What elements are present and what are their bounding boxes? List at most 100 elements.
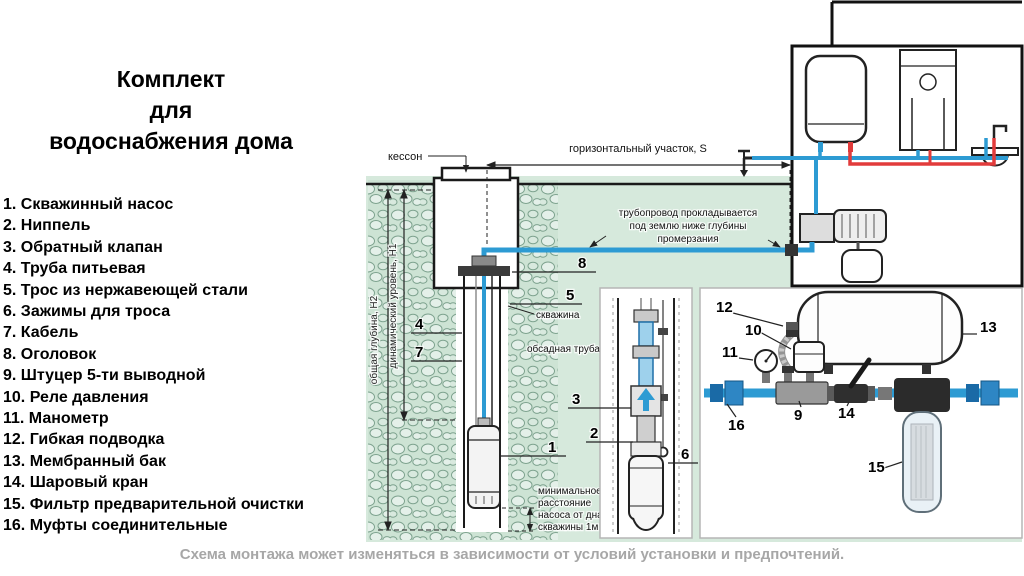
wall-sleeve: [785, 244, 798, 256]
svg-text:7: 7: [415, 344, 423, 361]
five-way-fitting: [762, 370, 829, 405]
water-heater: [804, 54, 868, 152]
svg-text:6: 6: [681, 446, 689, 463]
svg-text:8: 8: [578, 255, 586, 272]
svg-text:под землю ниже глубины: под землю ниже глубины: [630, 220, 747, 232]
svg-text:горизонтальный участок, S: горизонтальный участок, S: [569, 143, 707, 155]
callout-12: 12: [715, 298, 784, 327]
title-line-2: для: [149, 97, 193, 123]
svg-text:12: 12: [716, 299, 733, 316]
depth-dimensions: общая глубина, Н2 динамический уровень, …: [367, 189, 464, 531]
parts-list-item: 6. Зажимы для троса: [3, 303, 171, 321]
callout-11: 11: [721, 343, 754, 362]
parts-list-item: 9. Штуцер 5-ти выводной: [3, 367, 206, 385]
pressure-relay: [793, 341, 825, 373]
boiler-cabinet: [899, 49, 957, 151]
nipple: [636, 415, 656, 443]
well-pump: [467, 417, 501, 509]
svg-text:минимальное: минимальное: [538, 486, 602, 497]
svg-text:2: 2: [590, 425, 598, 442]
svg-text:16: 16: [728, 417, 745, 434]
footer-note: Схема монтажа может изменяться в зависим…: [179, 546, 845, 563]
parts-list: 1. Скважинный насос 2. Ниппель 3. Обратн…: [3, 194, 363, 537]
callout-10: 10: [744, 321, 792, 350]
svg-text:скважина: скважина: [536, 310, 580, 321]
pipe-union: [878, 387, 892, 400]
detail-pump: [628, 441, 664, 531]
callout-1: 1: [500, 438, 566, 457]
parts-list-item: 4. Труба питьевая: [3, 260, 146, 278]
parts-list-item: 3. Обратный клапан: [3, 238, 163, 256]
pressure-gauge: [754, 349, 778, 373]
svg-text:насоса от дна: насоса от дна: [538, 510, 603, 521]
callouts: 1 2 3 4 5 6 7 8 9 10 11 12 13 14 15 16: [411, 254, 998, 477]
svg-text:11: 11: [722, 344, 738, 361]
page-title: Комплект для водоснабжения дома: [8, 64, 334, 157]
parts-list-item: 5. Трос из нержавеющей стали: [3, 281, 248, 299]
callout-13: 13: [963, 318, 998, 337]
coupling-right: [966, 380, 1000, 406]
coupling-left: [710, 380, 744, 406]
parts-list-item: 2. Ниппель: [3, 217, 91, 235]
cold-pipes: [752, 138, 1008, 214]
svg-text:15: 15: [868, 459, 885, 476]
hot-pipes: [848, 138, 996, 166]
wellhead: [458, 255, 510, 276]
parts-list-item: 13. Мембранный бак: [3, 452, 166, 470]
horizontal-section-dim: горизонтальный участок, S: [486, 142, 791, 244]
callout-14: 14: [837, 401, 857, 423]
svg-text:обсадная труба: обсадная труба: [527, 343, 600, 355]
parts-list-item: 1. Скважинный насос: [3, 196, 174, 213]
callout-7: 7: [411, 343, 462, 362]
callout-5: 5: [510, 286, 582, 305]
callout-16: 16: [726, 403, 746, 435]
parts-list-item: 10. Реле давления: [3, 388, 149, 406]
pump-station: [799, 209, 887, 283]
svg-text:промерзания: промерзания: [657, 234, 718, 245]
parts-list-item: 16. Муфты соединительные: [3, 517, 228, 535]
svg-text:14: 14: [838, 405, 855, 422]
callout-3: 3: [568, 390, 631, 409]
title-line-1: Комплект: [116, 66, 226, 92]
svg-text:расстояние: расстояние: [538, 498, 592, 509]
equipment-panel: [699, 287, 1023, 539]
parts-list-item: 14. Шаровый кран: [3, 474, 149, 492]
parts-list-item: 7. Кабель: [3, 324, 79, 342]
outdoor-tap: [738, 149, 752, 177]
svg-text:скважины 1м: скважины 1м: [538, 522, 598, 533]
svg-text:13: 13: [980, 319, 997, 336]
label-total-depth: общая глубина, Н2: [368, 295, 380, 384]
well: [458, 255, 510, 528]
parts-list-item: 11. Манометр: [3, 410, 109, 428]
label-borehole: скважина: [507, 305, 581, 322]
svg-text:4: 4: [415, 316, 424, 333]
pre-filter: [894, 378, 950, 513]
callout-4: 4: [411, 315, 462, 334]
callout-8: 8: [512, 254, 596, 273]
svg-text:3: 3: [572, 391, 580, 408]
check-valve: [630, 385, 662, 417]
callout-6: 6: [668, 445, 698, 464]
caisson-label: кессон: [387, 150, 470, 173]
callout-2: 2: [586, 424, 633, 443]
ball-valve: [827, 357, 875, 403]
svg-text:кессон: кессон: [388, 151, 422, 163]
svg-text:10: 10: [745, 322, 762, 339]
parts-list-item: 15. Фильтр предварительной очистки: [3, 495, 304, 513]
house: [790, 0, 1024, 288]
callout-9: 9: [793, 400, 804, 425]
svg-text:5: 5: [566, 287, 574, 304]
caisson-lid: [440, 166, 512, 182]
flexible-hose: [778, 330, 798, 373]
svg-text:1: 1: [548, 439, 556, 456]
label-dynamic-level: динамический уровень, Н1: [388, 243, 399, 368]
svg-text:трубопровод прокладывается: трубопровод прокладывается: [619, 207, 757, 219]
svg-text:9: 9: [794, 407, 802, 424]
parts-list-item: 12. Гибкая подводка: [3, 431, 165, 449]
station-tank: [841, 249, 883, 283]
callout-15: 15: [867, 458, 903, 477]
title-line-3: водоснабжения дома: [49, 128, 293, 154]
parts-list-item: 8. Оголовок: [3, 345, 97, 363]
